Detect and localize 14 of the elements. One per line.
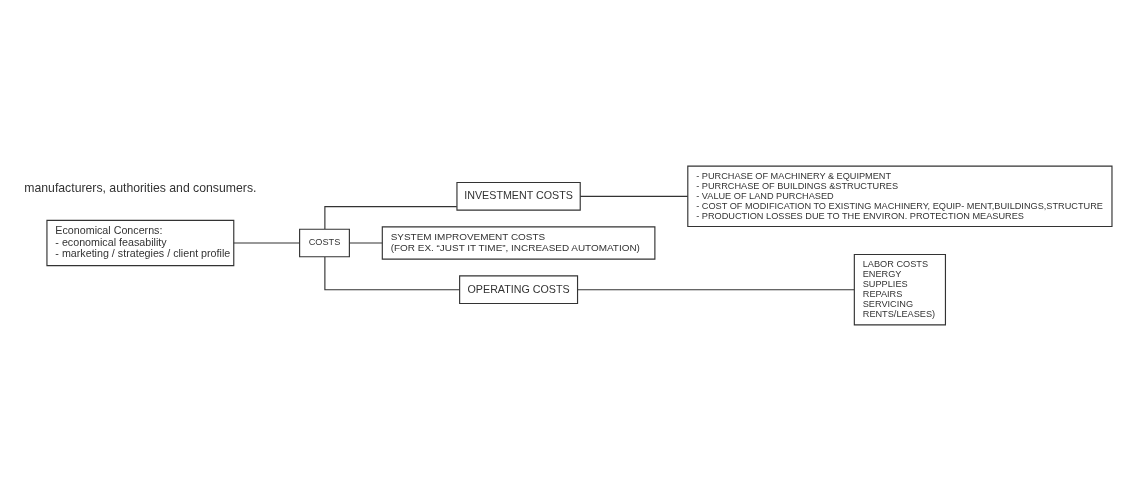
node-box: INVESTMENT COSTS [456,181,581,211]
node-box: COSTS [299,228,350,257]
node-box: OPERATING COSTS [459,274,579,304]
connector [579,195,689,197]
node-box: SYSTEM IMPROVEMENT COSTS (FOR EX. “JUST IT TIME”, INCREASED AUTOMATION) [381,225,656,260]
connector [324,255,460,290]
label: manufacturers, authorities and consumers. [24,180,257,195]
node-box: - PURCHASE OF MACHINERY & EQUIPMENT - PURRCHASE OF BUILDINGS &STRUCTURES - VALUE OF LAND PURCHASED - COST OF MODIFICATION TO EXISTING MACHINERY, EQUIP- MENT,BUILDINGS,STRUCTURE - PRODUCTION LOSSES DUE TO THE ENVIRON. PROTECTION MEASURES [687,165,1113,227]
connector [233,241,300,244]
connector [348,241,383,244]
connector [577,288,855,290]
connector [324,205,458,230]
node-box: LABOR COSTS ENERGY SUPPLIES REPAIRS SERVICING RENTS/LEASES) [853,253,947,325]
node-box: Economical Concerns: - economical feasability - marketing / strategies / client profile [46,219,235,266]
